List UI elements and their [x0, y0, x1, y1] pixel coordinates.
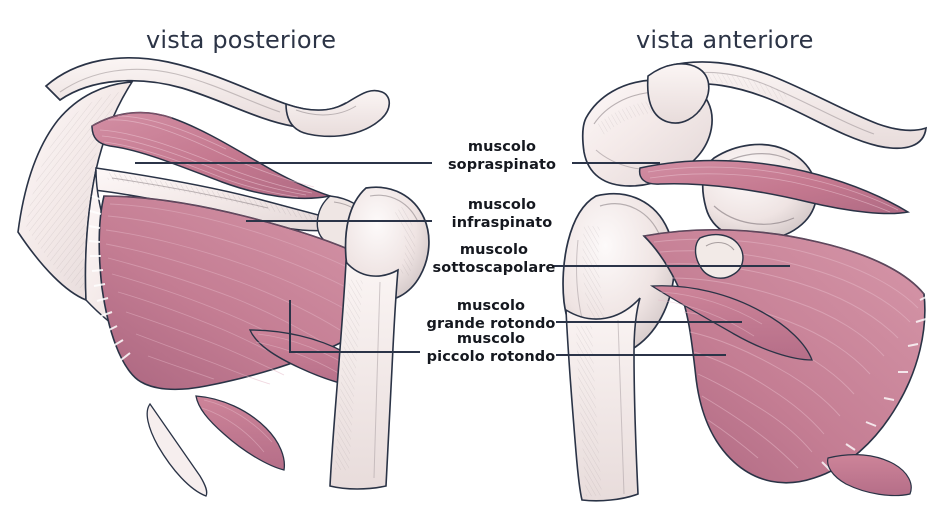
anterior-view-graphic: [562, 61, 928, 502]
label-muscolo-sottoscapolare: muscolo sottoscapolare: [432, 241, 556, 277]
label-line-2: sopraspinato: [447, 157, 557, 173]
label-muscolo-piccolo-rotondo: muscolo piccolo rotondo: [426, 330, 556, 366]
leader-lines: [135, 162, 790, 356]
teres-tail-anterior: [827, 454, 912, 497]
label-line-1: muscolo: [459, 242, 529, 258]
acromion-anterior: [646, 63, 710, 124]
scapula-inferior-angle: [146, 402, 208, 497]
view-title-anterior: vista anteriore: [636, 26, 814, 54]
label-line-2: piccolo rotondo: [426, 349, 556, 365]
label-line-1: muscolo: [456, 298, 526, 314]
label-muscolo-infraspinato: muscolo infraspinato: [440, 196, 564, 232]
label-line-1: muscolo: [456, 331, 526, 347]
label-line-1: muscolo: [467, 139, 537, 155]
label-line-2: sottoscapolare: [432, 260, 556, 276]
label-muscolo-sopraspinato: muscolo sopraspinato: [440, 138, 564, 174]
label-line-2: infraspinato: [451, 215, 553, 231]
leader-piccolo-rotondo-left: [289, 300, 420, 353]
teres-major-tail-posterior: [195, 395, 286, 471]
label-muscolo-grande-rotondo: muscolo grande rotondo: [426, 297, 556, 333]
label-line-2: grande rotondo: [426, 316, 556, 332]
view-title-posterior: vista posteriore: [146, 26, 337, 54]
posterior-view-graphic: [17, 57, 430, 497]
label-line-1: muscolo: [467, 197, 537, 213]
